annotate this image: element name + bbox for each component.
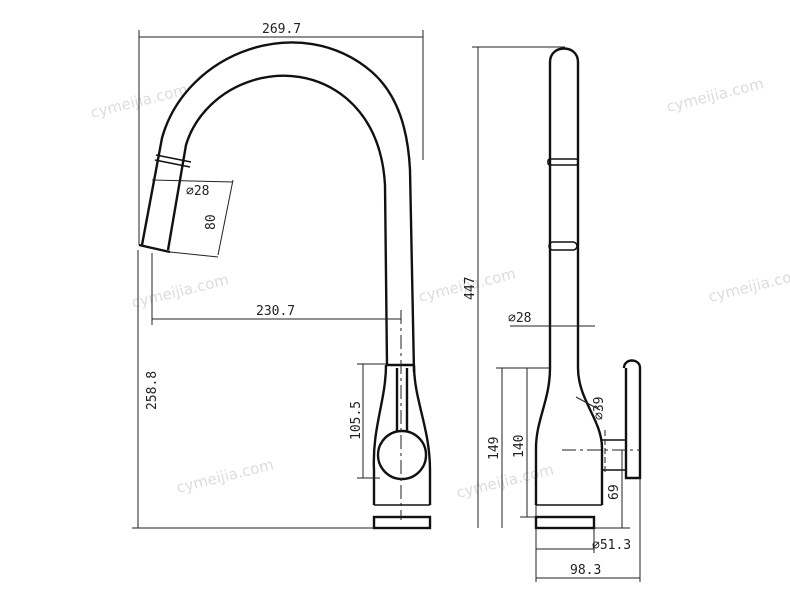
dim-lever-height: 69 <box>607 484 622 500</box>
dim-handle-diameter: ∅39 <box>592 397 607 420</box>
dim-overall-width: 269.7 <box>262 22 301 37</box>
front-view: 269.7 ∅28 80 230.7 258.8 105.5 <box>132 22 432 530</box>
watermark-5: cymeijia.com <box>707 264 790 306</box>
side-spray-button <box>548 241 578 251</box>
watermark-6: cymeijia.com <box>175 455 276 497</box>
spray-head-ring <box>154 159 191 168</box>
dim-line-spray-length <box>217 179 234 256</box>
watermark-layer: cymeijia.com cymeijia.com cymeijia.com c… <box>89 74 790 502</box>
body-right <box>412 364 432 505</box>
side-lever <box>622 359 642 480</box>
dim-body-height-inner: 140 <box>512 435 527 458</box>
side-body-left <box>534 367 552 505</box>
dim-spout-reach: 230.7 <box>256 304 295 319</box>
dim-base-diameter: ∅51.3 <box>592 538 631 553</box>
side-view: 447 ∅28 149 140 ∅39 69 ∅51.3 98.3 <box>463 46 642 582</box>
base-plate <box>372 515 432 530</box>
dim-side-total-height: 447 <box>463 277 478 300</box>
watermark-2: cymeijia.com <box>665 74 766 116</box>
dim-side-pipe-diameter: ∅28 <box>508 311 531 326</box>
dim-spout-diameter: ∅28 <box>186 184 209 199</box>
side-pipe-ring <box>547 158 579 166</box>
dim-side-depth: 98.3 <box>570 563 601 578</box>
spout-outer-curve <box>140 41 416 373</box>
spout-inner-curve <box>166 74 389 366</box>
watermark-7: cymeijia.com <box>455 460 556 502</box>
handle-stem <box>395 368 409 431</box>
spray-head-bottom <box>138 243 171 254</box>
body-left <box>372 364 388 505</box>
spray-head-ring-2 <box>155 154 192 163</box>
dim-spray-head-length: 80 <box>204 214 219 230</box>
dim-body-height-outer: 149 <box>487 437 502 460</box>
dim-handle-height: 105.5 <box>349 401 364 440</box>
ext-spray-bottom <box>169 251 219 258</box>
handle-knob-circle <box>376 429 428 481</box>
dim-total-height: 258.8 <box>145 371 160 410</box>
watermark-3: cymeijia.com <box>130 270 231 312</box>
side-pipe-left <box>548 47 580 368</box>
dim-line-spout-dia <box>151 179 234 183</box>
side-body-right <box>576 367 604 505</box>
side-base-plate <box>534 515 596 530</box>
dim-leader-handle <box>575 396 601 411</box>
